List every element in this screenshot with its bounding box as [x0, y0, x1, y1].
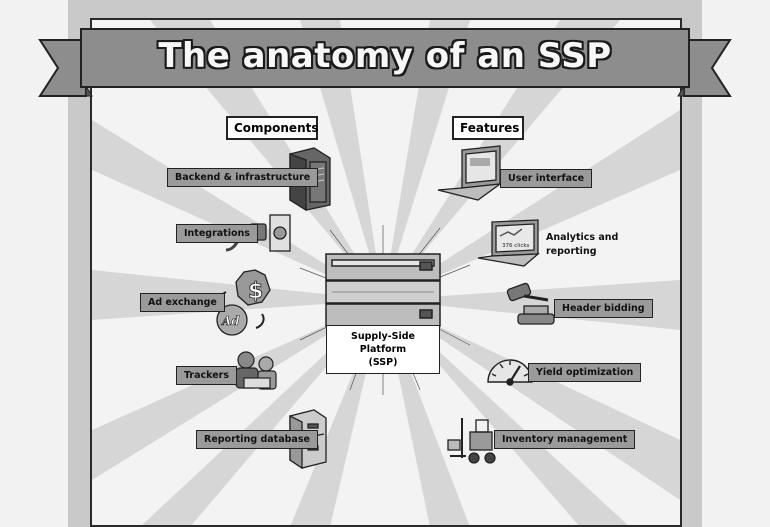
ribbon-tails — [38, 39, 732, 97]
component-backend-label: Backend & infrastructure — [167, 168, 319, 187]
feature-analytics-label-line1: Analytics and — [546, 232, 619, 243]
feature-yield-optimization-label: Yield optimization — [528, 363, 642, 382]
component-integrations-label: Integrations — [176, 224, 258, 243]
component-ad-exchange-label: Ad exchange — [140, 293, 225, 312]
feature-analytics-label: Analytics and reporting — [546, 231, 618, 259]
gavel-icon — [506, 282, 555, 325]
ad-exchange-coins-icon: $ Ad — [216, 269, 271, 336]
feature-analytics-label-line2: reporting — [546, 246, 597, 257]
title-banner: The anatomy of an SSP — [80, 28, 690, 88]
component-reporting-database-label: Reporting database — [196, 430, 318, 449]
features-heading: Features — [452, 116, 524, 140]
component-trackers-label: Trackers — [176, 366, 238, 385]
feature-user-interface-label: User interface — [500, 169, 593, 188]
page-title: The anatomy of an SSP — [158, 36, 612, 76]
analytics-screen-text: 376 clicks — [502, 243, 530, 249]
feature-header-bidding-label: Header bidding — [554, 299, 653, 318]
speedometer-icon — [487, 359, 533, 386]
laptop-icon — [437, 145, 503, 201]
analytics-laptop-icon — [477, 219, 540, 267]
ssp-server-stack-icon — [325, 253, 441, 327]
trackers-people-icon — [235, 351, 277, 390]
components-heading: Components — [226, 116, 319, 140]
forklift-icon — [447, 418, 496, 464]
feature-inventory-management-label: Inventory management — [494, 430, 636, 449]
svg-text:$: $ — [248, 279, 263, 304]
ssp-center-line1: Supply-Side Platform — [351, 331, 415, 355]
ssp-center-label: Supply-Side Platform (SSP) — [326, 325, 440, 374]
svg-text:Ad: Ad — [221, 314, 240, 328]
ssp-center-line2: (SSP) — [368, 357, 398, 368]
